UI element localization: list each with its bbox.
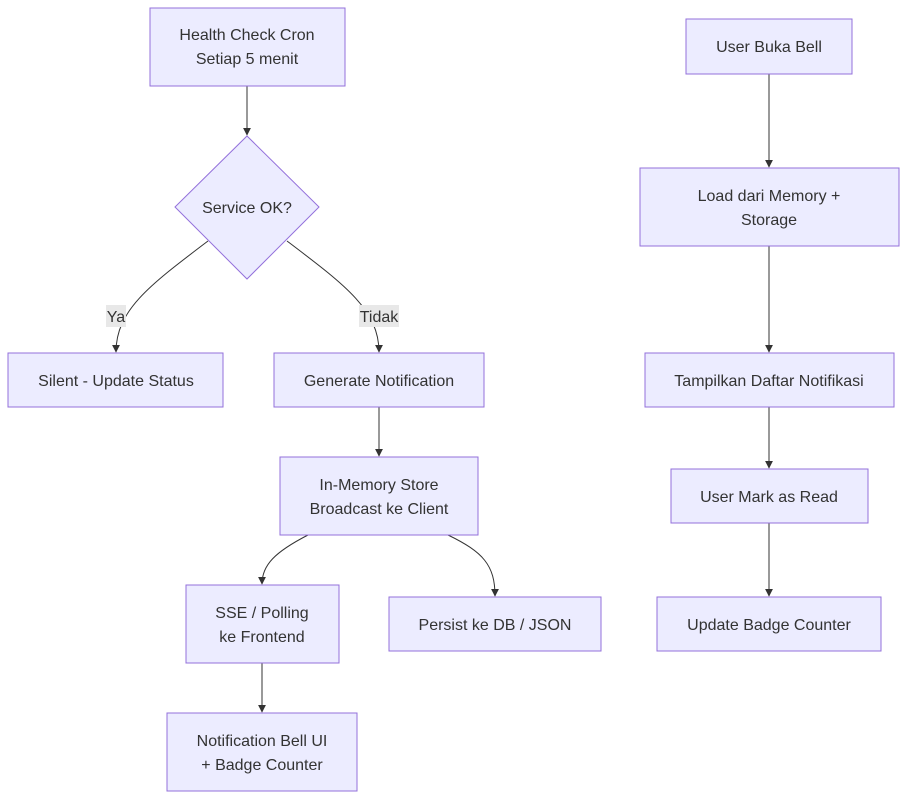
node-in-memory-store: In-Memory Store Broadcast ke Client	[279, 456, 479, 536]
node-in-memory-store-line1: In-Memory Store	[319, 477, 438, 494]
node-load-memory-storage-line1: Load dari Memory +	[698, 188, 841, 205]
node-sse-polling-line1: SSE / Polling	[215, 605, 308, 622]
edge-label-ya: Ya	[106, 305, 126, 327]
node-user-buka-bell: User Buka Bell	[685, 18, 853, 75]
node-generate-notification: Generate Notification	[273, 352, 485, 408]
node-update-badge-counter-text: Update Badge Counter	[687, 617, 851, 634]
node-service-ok-decision: Service OK?	[174, 135, 320, 280]
edge-serviceok-to-generate	[286, 240, 383, 353]
node-tampilkan-daftar-notifikasi: Tampilkan Daftar Notifikasi	[644, 352, 895, 408]
node-notification-bell-ui-line1: Notification Bell UI	[197, 733, 328, 750]
edge-inmemory-to-persist	[447, 534, 499, 597]
node-persist-db-json-text: Persist ke DB / JSON	[419, 617, 572, 634]
edge-label-tidak: Tidak	[359, 305, 399, 327]
node-in-memory-store-line2: Broadcast ke Client	[310, 501, 449, 518]
node-generate-notification-text: Generate Notification	[304, 373, 454, 390]
node-load-memory-storage-line2: Storage	[741, 212, 797, 229]
node-silent-update-status: Silent - Update Status	[7, 352, 224, 408]
node-silent-update-status-text: Silent - Update Status	[38, 373, 194, 390]
node-health-check-cron: Health Check Cron Setiap 5 menit	[149, 7, 346, 87]
node-user-mark-as-read: User Mark as Read	[670, 468, 869, 524]
edge-label-ya-text: Ya	[107, 309, 125, 326]
node-update-badge-counter: Update Badge Counter	[656, 596, 882, 652]
node-load-memory-storage: Load dari Memory + Storage	[639, 167, 900, 247]
node-sse-polling: SSE / Polling ke Frontend	[185, 584, 340, 664]
node-health-check-cron-line1: Health Check Cron	[179, 27, 314, 44]
edge-serviceok-to-silent	[112, 240, 209, 353]
node-service-ok-text: Service OK?	[202, 200, 292, 217]
node-user-buka-bell-text: User Buka Bell	[716, 39, 822, 56]
node-health-check-cron-line2: Setiap 5 menit	[196, 51, 299, 68]
node-notification-bell-ui-line2: + Badge Counter	[201, 757, 323, 774]
node-tampilkan-daftar-notifikasi-text: Tampilkan Daftar Notifikasi	[674, 373, 863, 390]
edge-label-tidak-text: Tidak	[360, 309, 400, 326]
node-notification-bell-ui: Notification Bell UI + Badge Counter	[166, 712, 358, 792]
node-user-mark-as-read-text: User Mark as Read	[700, 489, 838, 506]
node-persist-db-json: Persist ke DB / JSON	[388, 596, 602, 652]
node-sse-polling-line2: ke Frontend	[219, 629, 304, 646]
edge-inmemory-to-sse	[258, 534, 309, 585]
